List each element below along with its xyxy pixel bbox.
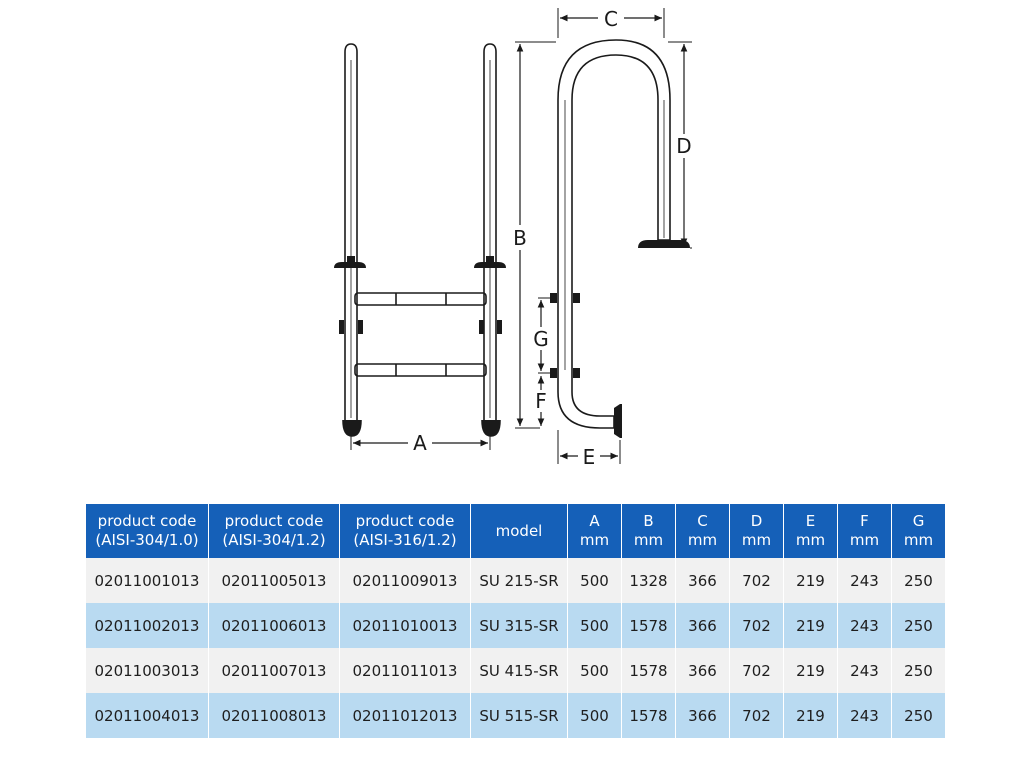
side-bottom-curve <box>557 372 615 429</box>
dimension-b <box>515 41 556 429</box>
cell-g: 250 <box>892 603 945 648</box>
cell-model: SU 215-SR <box>471 558 568 603</box>
dimension-c-label: C <box>604 7 618 31</box>
cell-code-316-12: 02011012013 <box>340 693 471 738</box>
cell-c: 366 <box>676 558 730 603</box>
dimension-g <box>537 297 550 374</box>
side-clamps <box>550 293 580 378</box>
cell-f: 243 <box>838 693 892 738</box>
table-row: 02011004013 02011008013 02011012013 SU 5… <box>86 693 945 738</box>
cell-d: 702 <box>730 603 784 648</box>
cell-e: 219 <box>784 558 838 603</box>
cell-code-304-12: 02011007013 <box>209 648 340 693</box>
cell-f: 243 <box>838 558 892 603</box>
front-view <box>334 43 506 450</box>
cell-c: 366 <box>676 648 730 693</box>
ladder-drawings: A <box>334 7 692 469</box>
cell-e: 219 <box>784 693 838 738</box>
cell-b: 1578 <box>622 603 676 648</box>
cell-code-304-12: 02011005013 <box>209 558 340 603</box>
cell-f: 243 <box>838 603 892 648</box>
header-product-code-316-12: product code(AISI-316/1.2) <box>340 504 471 558</box>
cell-code-304-12: 02011008013 <box>209 693 340 738</box>
cell-model: SU 315-SR <box>471 603 568 648</box>
spec-table-header-row: product code(AISI-304/1.0) product code(… <box>86 504 945 558</box>
cell-e: 219 <box>784 648 838 693</box>
front-bolts <box>339 320 502 334</box>
cell-code-304-12: 02011006013 <box>209 603 340 648</box>
front-anchors <box>334 256 506 268</box>
table-row: 02011003013 02011007013 02011011013 SU 4… <box>86 648 945 693</box>
dimension-d <box>668 41 692 249</box>
cell-d: 702 <box>730 693 784 738</box>
dimension-c <box>557 8 665 38</box>
dimension-g-label: G <box>533 327 549 351</box>
front-step-lower <box>354 363 487 377</box>
table-row: 02011002013 02011006013 02011010013 SU 3… <box>86 603 945 648</box>
side-rail-tube <box>557 39 671 372</box>
ladder-diagram: A <box>334 7 692 469</box>
dimension-e <box>557 430 621 464</box>
header-product-code-304-10: product code(AISI-304/1.0) <box>86 504 209 558</box>
cell-b: 1578 <box>622 693 676 738</box>
header-model: model <box>471 504 568 558</box>
side-view <box>515 8 692 464</box>
cell-a: 500 <box>568 648 622 693</box>
cell-d: 702 <box>730 558 784 603</box>
cell-code-304-10: 02011001013 <box>86 558 209 603</box>
side-bottom-foot <box>614 404 622 438</box>
cell-code-304-10: 02011004013 <box>86 693 209 738</box>
cell-model: SU 515-SR <box>471 693 568 738</box>
cell-b: 1578 <box>622 648 676 693</box>
cell-a: 500 <box>568 693 622 738</box>
cell-model: SU 415-SR <box>471 648 568 693</box>
spec-table: product code(AISI-304/1.0) product code(… <box>86 504 945 738</box>
dimension-a <box>350 430 491 450</box>
cell-code-316-12: 02011010013 <box>340 603 471 648</box>
front-left-rail <box>342 43 362 437</box>
cell-d: 702 <box>730 648 784 693</box>
side-top-foot <box>638 240 690 248</box>
cell-g: 250 <box>892 648 945 693</box>
cell-f: 243 <box>838 648 892 693</box>
table-row: 02011001013 02011005013 02011009013 SU 2… <box>86 558 945 603</box>
cell-c: 366 <box>676 603 730 648</box>
cell-g: 250 <box>892 558 945 603</box>
dimension-b-label: B <box>513 226 527 250</box>
cell-b: 1328 <box>622 558 676 603</box>
cell-a: 500 <box>568 603 622 648</box>
front-step-upper <box>354 292 487 306</box>
cell-code-316-12: 02011009013 <box>340 558 471 603</box>
cell-code-304-10: 02011003013 <box>86 648 209 693</box>
cell-c: 366 <box>676 693 730 738</box>
cell-code-316-12: 02011011013 <box>340 648 471 693</box>
dimension-a-label: A <box>413 431 427 455</box>
cell-code-304-10: 02011002013 <box>86 603 209 648</box>
dimension-f-label: F <box>535 389 547 413</box>
front-right-rail <box>481 43 501 437</box>
header-product-code-304-12: product code(AISI-304/1.2) <box>209 504 340 558</box>
dimension-d-label: D <box>676 134 691 158</box>
cell-g: 250 <box>892 693 945 738</box>
dimension-e-label: E <box>583 445 596 469</box>
cell-e: 219 <box>784 603 838 648</box>
cell-a: 500 <box>568 558 622 603</box>
